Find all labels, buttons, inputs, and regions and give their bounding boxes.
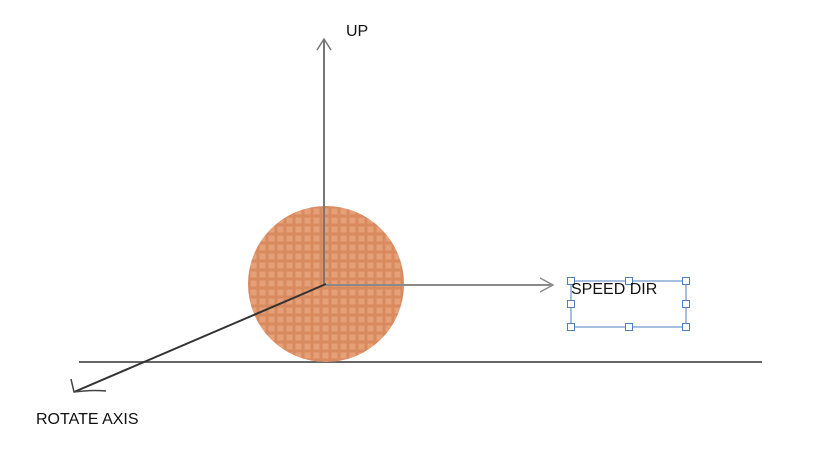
up-arrowhead	[316, 37, 332, 51]
selection-handle[interactable]	[682, 300, 690, 308]
speed-dir-axis	[326, 277, 555, 293]
speed-arrowhead	[539, 277, 555, 293]
selection-handle[interactable]	[567, 300, 575, 308]
rotate-axis-label: ROTATE AXIS	[36, 411, 139, 428]
selection-box[interactable]	[567, 277, 690, 331]
selection-handle[interactable]	[625, 277, 633, 285]
up-axis	[316, 37, 332, 284]
speed-dir-label[interactable]: SPEED DIR	[571, 281, 658, 298]
selection-handle[interactable]	[682, 277, 690, 285]
selection-handle[interactable]	[567, 277, 575, 285]
selection-handle[interactable]	[567, 323, 575, 331]
rotate-axis	[70, 283, 327, 393]
selection-handle[interactable]	[682, 323, 690, 331]
rotate-arrowhead	[70, 378, 107, 393]
selection-handle[interactable]	[625, 323, 633, 331]
up-label: UP	[346, 23, 369, 40]
